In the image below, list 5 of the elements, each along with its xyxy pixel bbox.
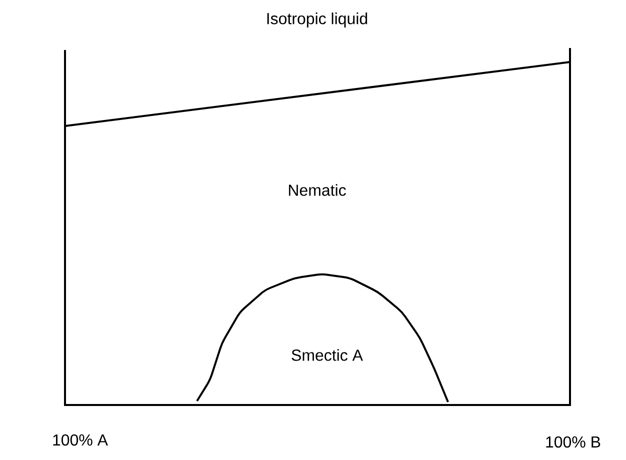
axis-end-label: 100% B (546, 436, 600, 448)
region-label: Isotropic liquid (267, 12, 368, 28)
region-label: Nematic (288, 184, 346, 196)
axis-end-label: 100% A (53, 434, 108, 446)
region-label: Smectic A (292, 349, 363, 361)
